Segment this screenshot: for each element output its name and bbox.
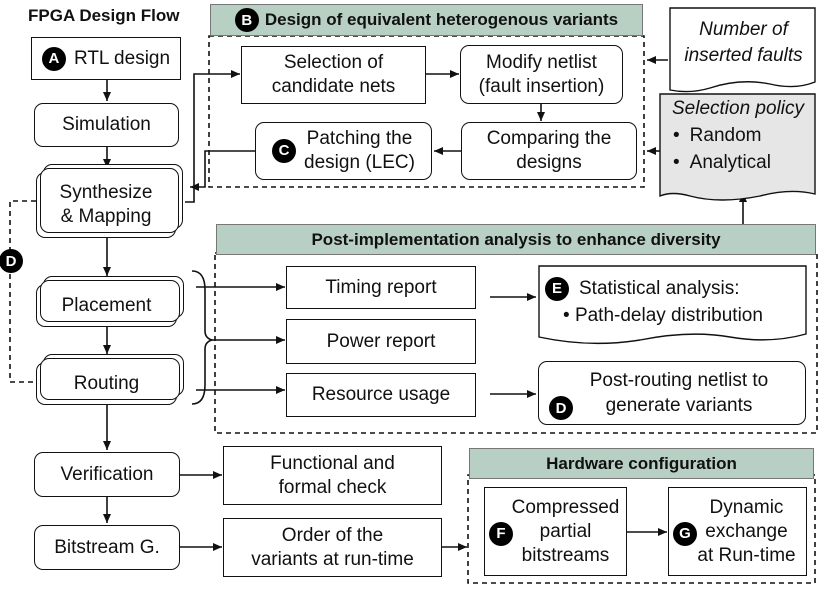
compressed-bitstreams-label: Compressed partial bitstreams [511,496,620,566]
diagram-title: FPGA Design Flow [28,6,180,25]
badge-f: F [489,522,513,546]
badge-d-netlist: D [549,396,573,420]
timing-report-box: Timing report [286,266,476,309]
hardware-header: Hardware configuration [469,448,814,479]
post-routing-netlist-label: Post-routing netlist to generate variant… [589,370,769,416]
path-delay-item: • Path-delay distribution [563,305,763,326]
patching-design-box: C Patching the design (LEC) [255,122,432,180]
variants-header-text: Design of equivalent heterogenous varian… [264,10,619,29]
badge-a: A [41,46,66,71]
badge-b: B [234,8,259,32]
rtl-design-box: A RTL design [31,37,181,80]
statistical-analysis-doc: E Statistical analysis: • Path-delay dis… [545,275,805,329]
verification-box: Verification [34,452,180,497]
variants-group-border [208,35,645,188]
badge-g: G [673,522,697,546]
badge-d-loop: D [0,249,23,273]
dynamic-exchange-label: Dynamic exchange at Run-time [697,496,796,566]
functional-formal-check-box: Functional and formal check [223,446,442,505]
comparing-designs-box: Comparing the designs [461,122,637,180]
placement-box: Placement [36,276,184,327]
routing-box: Routing [36,354,184,405]
path-delay-label: Path-delay distribution [574,305,763,326]
modify-netlist-box: Modify netlist (fault insertion) [460,45,623,104]
selection-policy-doc: Selection policy Random Analytical [663,96,813,176]
statistical-analysis-title: Statistical analysis: [579,278,740,299]
selection-candidate-nets-box: Selection of candidate nets [241,46,426,104]
post-routing-netlist-box: D Post-routing netlist to generate varia… [538,361,806,425]
simulation-box: Simulation [34,103,179,147]
faults-document-shape [669,7,816,93]
resource-usage-box: Resource usage [286,373,476,417]
stat-document-shape [538,265,807,345]
variant-order-box: Order of the variants at run-time [223,518,442,577]
variants-header: B Design of equivalent heterogenous vari… [210,4,643,36]
compressed-bitstreams-box: F Compressed partial bitstreams [484,487,627,576]
policy-item-analytical: Analytical [673,149,813,176]
policy-item-random: Random [673,122,813,149]
synthesize-mapping-box: Synthesize & Mapping [36,164,183,238]
rtl-design-label: RTL design [73,47,171,69]
badge-e: E [545,276,569,301]
selection-policy-title: Selection policy [671,98,805,119]
power-report-box: Power report [286,319,476,364]
badge-c: C [272,139,297,163]
patching-design-label: Patching the design (LEC) [304,128,415,173]
selection-policy-list: Random Analytical [663,122,813,176]
inserted-faults-text: Number of inserted faults [684,19,803,66]
bitstream-box: Bitstream G. [34,525,180,570]
analysis-header: Post-implementation analysis to enhance … [216,224,816,255]
dynamic-exchange-box: G Dynamic exchange at Run-time [668,487,807,576]
